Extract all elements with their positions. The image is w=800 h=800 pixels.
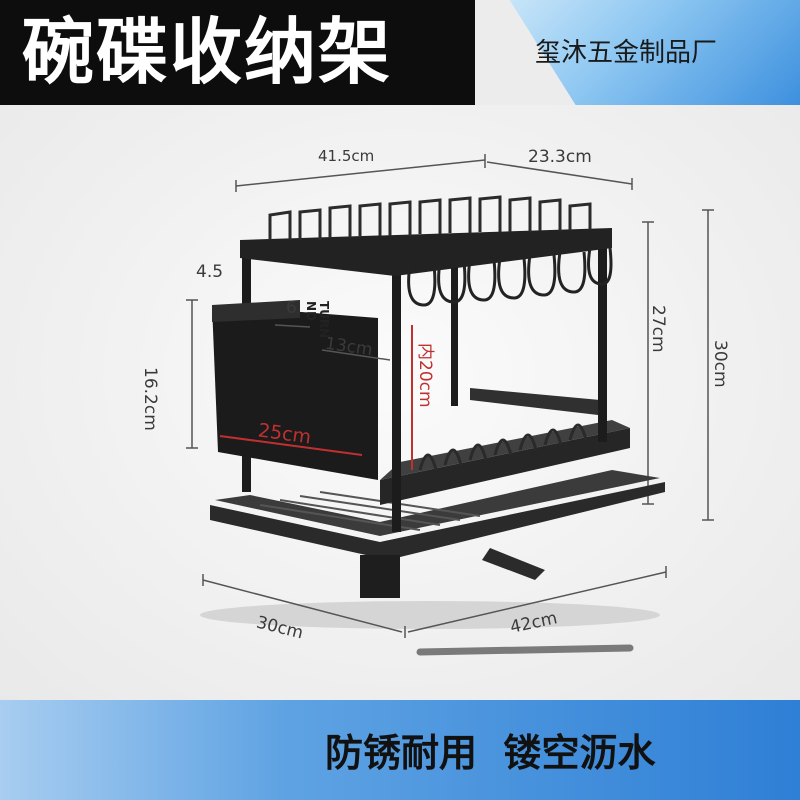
dim-holder-height: 16.2cm [140, 367, 160, 431]
top-dimension-lines [235, 154, 633, 192]
drain-spout [482, 548, 545, 580]
floor-shadow [200, 601, 660, 629]
front-hooks [407, 247, 613, 307]
lower-plate-slots [418, 423, 588, 471]
utensil-holder [212, 305, 378, 480]
footer-slogan: 防锈耐用 镂空沥水 [325, 731, 656, 775]
drip-tray-top [215, 470, 660, 536]
holder-length-line [219, 435, 363, 456]
dish-rack-illustration [186, 154, 714, 656]
utensil-holder-top [212, 300, 300, 322]
dim-upper-height: 27cm [648, 305, 668, 353]
product-title: 碗碟收纳架 [22, 10, 393, 94]
product-sticker: TURN ND [304, 301, 331, 339]
shadow-stroke [416, 644, 634, 656]
drip-tray [210, 482, 665, 560]
dim-top-right: 23.3cm [528, 147, 592, 167]
dim-side-gap: 4.5 [196, 262, 224, 282]
dim-total-height: 30cm [710, 340, 730, 388]
title-banner: 碗碟收纳架 [0, 0, 475, 105]
brand-name: 玺沐五金制品厂 [535, 38, 718, 68]
dim-cup-gap: 6 [286, 298, 297, 318]
footer-banner [0, 700, 800, 800]
lower-basket-front [380, 428, 630, 505]
lower-basket-rim [380, 420, 630, 480]
bottom-dimension-lines [202, 566, 667, 638]
dim-top-left: 41.5cm [318, 147, 375, 165]
front-foot [360, 555, 400, 598]
top-shelf [240, 228, 612, 276]
inner-width-line [321, 349, 391, 361]
cup-gap-line [274, 324, 311, 328]
dim-inner-height: 内20cm [415, 343, 435, 408]
product-photo: 41.5cm 23.3cm 4.5 6 16.2cm 13cm 内20cm 25… [0, 105, 800, 700]
side-tray [470, 388, 600, 415]
side-dimension-lines [186, 209, 714, 521]
top-plate-wires [268, 195, 592, 240]
